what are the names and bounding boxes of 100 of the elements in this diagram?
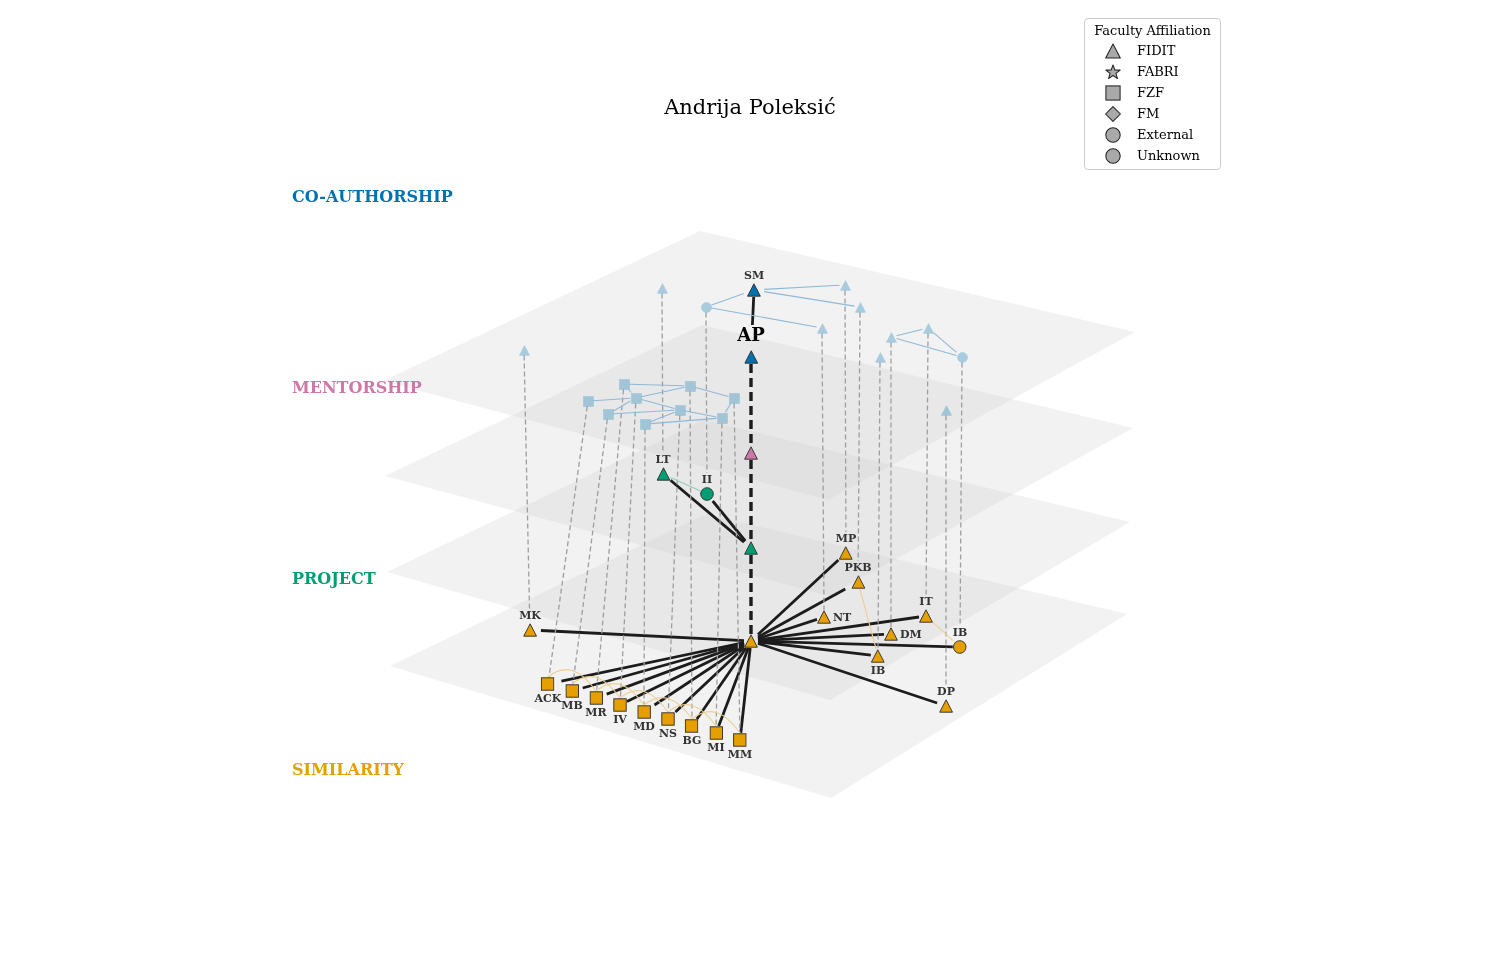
dashed-edge-line: [925, 332, 929, 596]
legend-label: Unknown: [1137, 147, 1200, 164]
square-marker-icon: [639, 418, 651, 430]
edge-line: [895, 337, 958, 357]
triangle-marker-icon: [839, 279, 851, 291]
edge-line: [669, 479, 745, 544]
dashed-edge-line: [523, 354, 531, 610]
edge-line: [640, 398, 676, 410]
triangle-marker-icon: [518, 344, 530, 356]
edge-line: [606, 642, 745, 696]
node-label: MI: [707, 741, 725, 754]
dashed-edge-line: [749, 555, 753, 634]
triangle-marker-icon: [874, 351, 886, 363]
diagram-title: Andrija Poleksić: [664, 94, 836, 120]
edge-line: [932, 332, 958, 353]
node-label: LT: [655, 453, 671, 466]
square-marker-icon: [684, 380, 696, 392]
edge-line: [626, 643, 745, 703]
node-label: BG: [682, 734, 702, 747]
dashed-edge-line: [619, 402, 637, 699]
edge-line: [757, 639, 953, 649]
node-label: DM: [900, 627, 922, 641]
edge-line: [757, 617, 818, 641]
dashed-edge-line: [705, 311, 708, 474]
dashed-edge-line: [749, 364, 753, 446]
triangle-marker-icon: [816, 322, 828, 334]
legend-label: FABRI: [1137, 63, 1179, 80]
edge-line: [582, 641, 745, 690]
circle-marker-icon: [700, 301, 712, 313]
legend-title: Faculty Affiliation: [1094, 22, 1211, 40]
node-label: DP: [937, 685, 955, 698]
edge-line: [592, 397, 632, 402]
layer-label: CO-AUTHORSHIP: [292, 187, 453, 207]
edge-line: [751, 296, 756, 326]
dashed-edge-line: [715, 422, 723, 727]
edge-line: [547, 669, 597, 692]
edge-line: [763, 291, 856, 307]
edge-line: [669, 476, 701, 492]
square-marker-icon: [716, 412, 728, 424]
dashed-edge-line: [595, 388, 625, 692]
node-label: MK: [519, 609, 541, 622]
square-marker-icon: [630, 392, 642, 404]
triangle-marker-icon: [744, 541, 758, 555]
edge-line: [649, 411, 676, 423]
square-marker-icon: [602, 408, 614, 420]
edge-line: [571, 676, 621, 699]
legend-label: External: [1137, 126, 1194, 143]
node-label: PKB: [844, 561, 872, 574]
node-label: ACK: [534, 692, 562, 705]
triangle-marker-icon: [940, 404, 952, 416]
edge-line: [757, 615, 920, 642]
square-marker-icon: [618, 378, 630, 390]
dashed-edge-line: [945, 414, 947, 686]
edge-line: [695, 647, 748, 720]
dashed-edge-line: [733, 402, 741, 734]
node-label: MP: [835, 532, 857, 545]
edge-line: [653, 644, 745, 707]
edge-line: [757, 587, 846, 639]
node-label: IB: [952, 626, 968, 639]
triangle-marker-icon: [744, 634, 758, 648]
legend-label: FM: [1137, 105, 1160, 122]
square-marker-icon: [728, 392, 740, 404]
square-marker-icon: [674, 404, 686, 416]
circle-marker-icon: [956, 351, 968, 363]
triangle-marker-icon: [922, 322, 934, 334]
edge-line: [561, 641, 745, 683]
edge-line: [619, 690, 669, 713]
edge-line: [895, 328, 924, 337]
layer-label: PROJECT: [292, 569, 376, 589]
legend-label: FIDIT: [1137, 42, 1176, 59]
node-label: MB: [561, 699, 583, 712]
dashed-edge-line: [821, 332, 825, 611]
node-label: IB: [870, 664, 886, 677]
edge-line: [612, 400, 632, 412]
triangle-marker-icon: [744, 446, 758, 460]
dashed-edge-line: [857, 311, 861, 562]
dashed-edge-line: [643, 428, 646, 706]
layer-label: SIMILARITY: [292, 760, 404, 780]
edge-line: [595, 683, 645, 706]
edge-line: [757, 558, 840, 636]
dashed-edge-line: [890, 341, 892, 628]
edge-line: [674, 646, 745, 714]
edge-line: [628, 388, 632, 394]
edge-line: [628, 383, 686, 387]
edge-line: [724, 402, 732, 414]
edge-line: [711, 500, 747, 542]
edge-line: [859, 588, 877, 650]
layer-label: MENTORSHIP: [292, 378, 422, 398]
dashed-edge-line: [572, 418, 608, 685]
dashed-edge-line: [749, 460, 753, 541]
square-marker-icon: [582, 395, 594, 407]
node-label: II: [701, 473, 713, 486]
legend-label: FZF: [1137, 84, 1165, 101]
triangle-marker-icon: [854, 301, 866, 313]
node-label: IV: [613, 713, 627, 726]
triangle-marker-icon: [656, 282, 668, 294]
edge-line: [667, 704, 717, 727]
node-label: AP: [737, 325, 765, 345]
node-label: IT: [919, 595, 933, 608]
edge-line: [717, 647, 750, 727]
